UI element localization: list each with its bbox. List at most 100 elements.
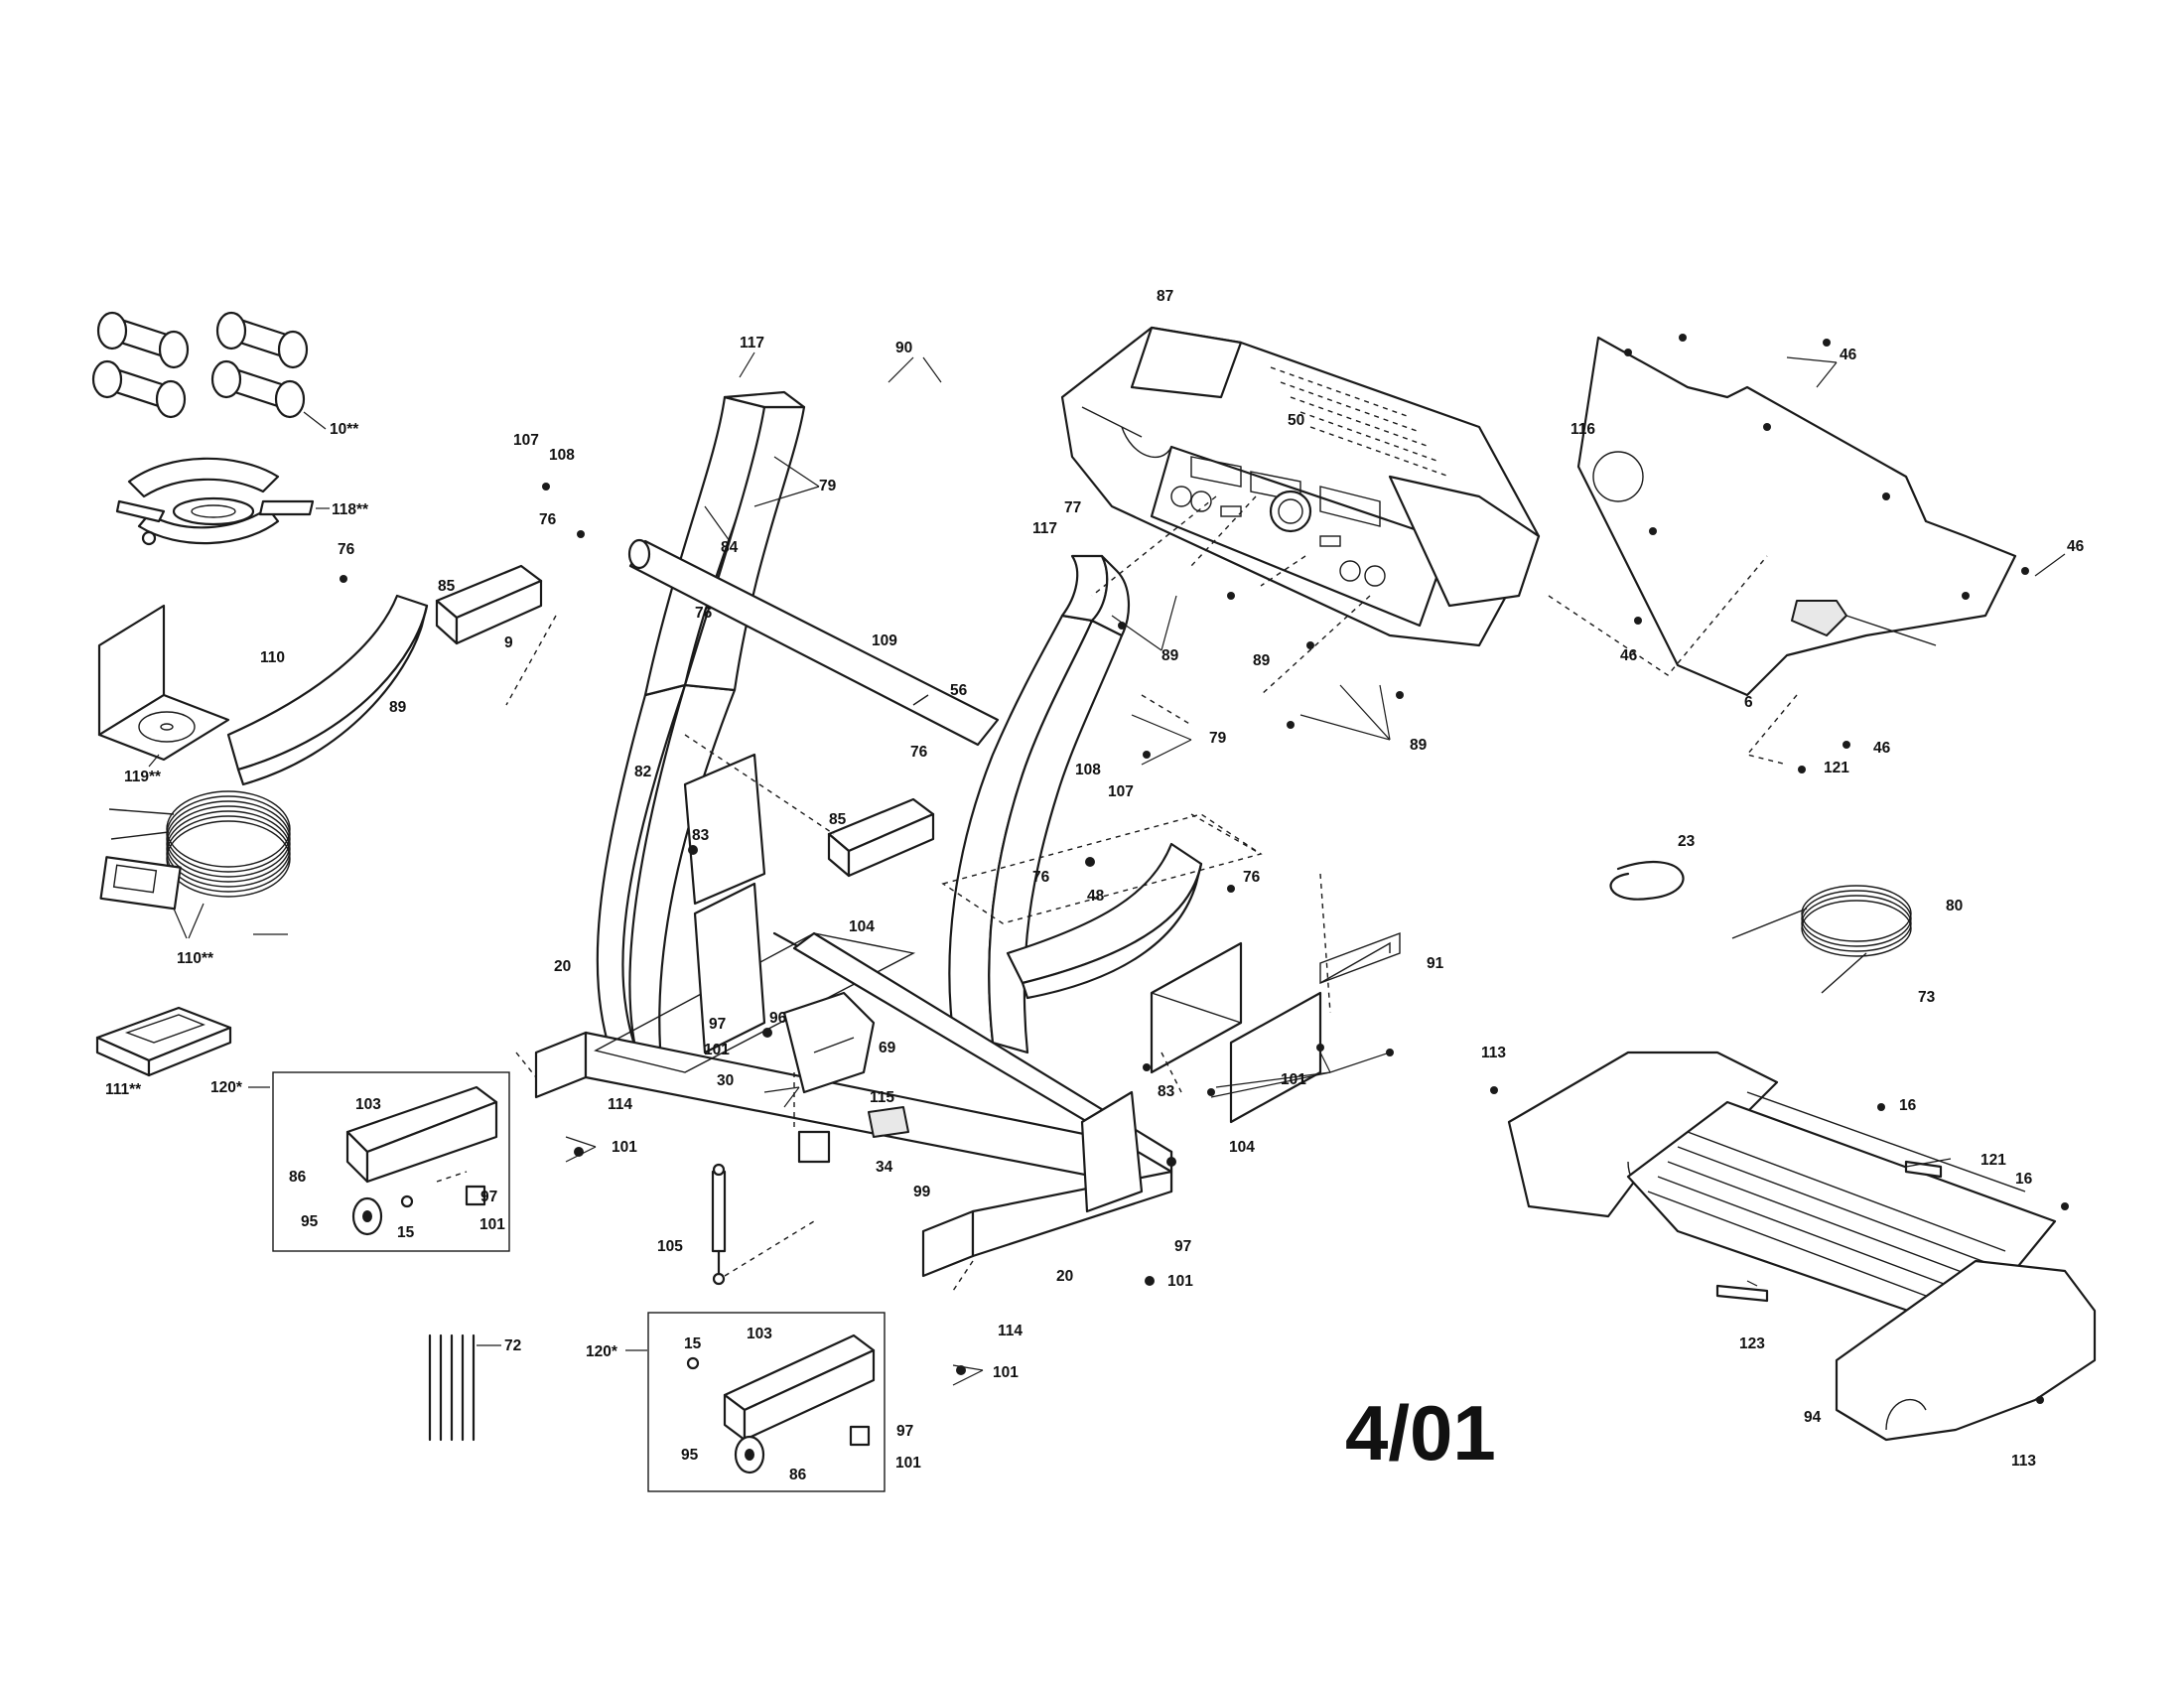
label-79: 79 — [819, 478, 837, 494]
label-10: 10** — [330, 421, 359, 438]
label-89: 89 — [1161, 647, 1179, 664]
label-97: 97 — [709, 1016, 726, 1033]
video-cassette — [95, 1006, 232, 1077]
motor-hood-back-panel — [1576, 336, 2017, 697]
label-34: 34 — [876, 1159, 893, 1176]
deck-rear-hood — [1835, 1259, 2097, 1442]
label-80: 80 — [1946, 898, 1963, 914]
label-89: 89 — [389, 699, 407, 716]
label-101: 101 — [993, 1364, 1019, 1381]
label-99: 99 — [913, 1184, 931, 1200]
label-108: 108 — [549, 447, 575, 464]
leader-lines — [248, 351, 2066, 1386]
label-101: 101 — [612, 1139, 637, 1156]
power-cord — [1731, 885, 1912, 994]
label-72: 72 — [504, 1337, 521, 1354]
label-82: 82 — [634, 764, 651, 780]
crossbar — [627, 538, 1000, 747]
label-83: 83 — [1158, 1083, 1175, 1100]
label-86: 86 — [289, 1169, 307, 1186]
label-101: 101 — [895, 1455, 921, 1472]
label-76: 76 — [338, 541, 355, 558]
label-114: 114 — [608, 1096, 632, 1113]
chest-strap — [115, 457, 330, 546]
label-15: 15 — [397, 1224, 415, 1241]
label-119: 119** — [124, 769, 162, 785]
guide-lines — [436, 495, 1798, 1292]
label-95: 95 — [301, 1213, 319, 1230]
label-89: 89 — [1410, 737, 1428, 754]
label-90: 90 — [895, 340, 912, 356]
label-69: 69 — [879, 1040, 896, 1056]
label-46: 46 — [2067, 538, 2085, 555]
wire-harness — [1609, 860, 1685, 901]
lift-cylinder — [711, 1163, 727, 1286]
label-86: 86 — [789, 1467, 807, 1483]
label-50: 50 — [1288, 412, 1304, 429]
label-77: 77 — [1064, 499, 1081, 516]
label-16: 16 — [2015, 1171, 2033, 1188]
label-107: 107 — [513, 432, 539, 449]
side-shields — [1150, 931, 1401, 1124]
label-101: 101 — [1281, 1071, 1306, 1088]
hood-section-left — [683, 753, 766, 906]
label-101: 101 — [479, 1216, 505, 1233]
label-121: 121 — [1824, 760, 1849, 776]
label-9: 9 — [504, 634, 513, 651]
label-56: 56 — [950, 682, 968, 699]
label-121: 121 — [1980, 1152, 2006, 1169]
label-113: 113 — [2011, 1453, 2036, 1470]
label-107: 107 — [1108, 783, 1134, 800]
label-108: 108 — [1075, 762, 1101, 778]
label-104: 104 — [1229, 1139, 1255, 1156]
label-120: 120* — [586, 1343, 618, 1360]
label-110-accessory: 110** — [177, 950, 214, 967]
cd-case — [97, 604, 230, 768]
label-103: 103 — [747, 1326, 772, 1342]
label-23: 23 — [1678, 833, 1696, 850]
label-97: 97 — [1174, 1238, 1191, 1255]
label-84: 84 — [721, 539, 739, 556]
label-103: 103 — [355, 1096, 381, 1113]
label-46: 46 — [1840, 347, 1857, 363]
label-114: 114 — [998, 1323, 1023, 1339]
extension-tubes — [435, 564, 935, 878]
label-94: 94 — [1804, 1409, 1822, 1426]
label-76: 76 — [910, 744, 928, 761]
label-104: 104 — [849, 918, 875, 935]
label-117: 117 — [1032, 520, 1057, 537]
handrails — [226, 594, 1203, 1000]
label-76: 76 — [1243, 869, 1261, 886]
label-113: 113 — [1481, 1045, 1506, 1061]
label-95: 95 — [681, 1447, 699, 1464]
label-20: 20 — [554, 958, 571, 975]
label-48: 48 — [1087, 888, 1105, 905]
label-76: 76 — [1032, 869, 1050, 886]
label-111: 111** — [105, 1081, 142, 1098]
part-labels: 10** 118** 119** 110** 111** 110 76 85 1… — [105, 288, 2085, 1483]
revision-stamp: 4/01 — [1345, 1389, 1496, 1476]
label-117: 117 — [740, 335, 764, 351]
label-76: 76 — [539, 511, 557, 528]
motor-tray — [782, 991, 909, 1164]
label-116: 116 — [1570, 421, 1595, 438]
fasteners — [340, 334, 2069, 1404]
label-6: 6 — [1744, 694, 1753, 711]
label-105: 105 — [657, 1238, 683, 1255]
label-46: 46 — [1620, 647, 1638, 664]
label-89: 89 — [1253, 652, 1271, 669]
label-97: 97 — [896, 1423, 913, 1440]
dumbbells — [91, 311, 327, 430]
right-upright — [948, 554, 1131, 1054]
wheel-kit-1 — [272, 1071, 510, 1252]
deck-platform — [1626, 1091, 2057, 1333]
label-115: 115 — [870, 1089, 894, 1106]
label-118: 118** — [332, 501, 369, 518]
label-91: 91 — [1427, 955, 1444, 972]
console — [1060, 326, 1541, 647]
wheel-kit-2 — [647, 1312, 886, 1492]
cable-coil — [99, 790, 291, 939]
label-46: 46 — [1873, 740, 1891, 757]
label-123: 123 — [1739, 1335, 1765, 1352]
